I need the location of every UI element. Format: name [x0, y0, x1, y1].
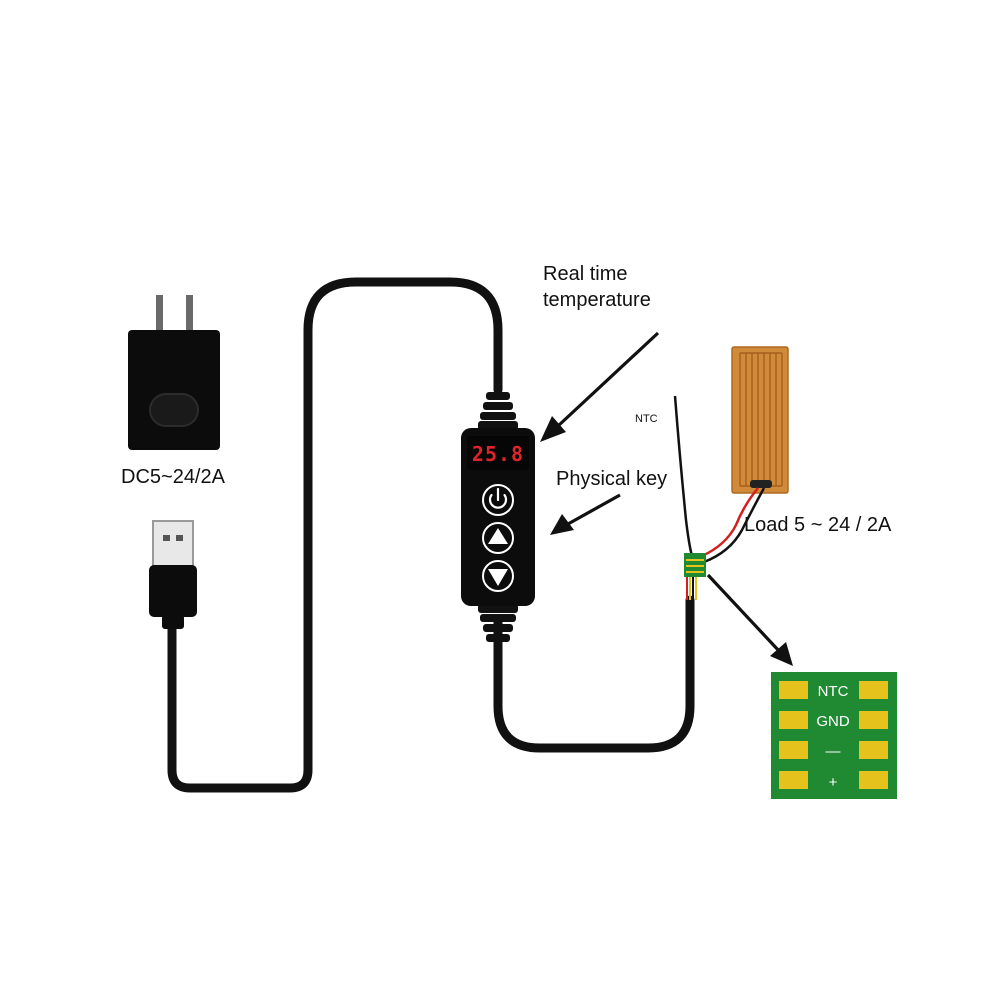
controller: 25.8 [461, 428, 535, 606]
arrow-real-time-head [540, 416, 566, 442]
label-adapter: DC5~24/2A [121, 466, 225, 488]
usb-metal-shell [152, 520, 194, 568]
inner-wires [686, 577, 697, 600]
pcb-pads [779, 681, 888, 789]
pointer-arrows [540, 331, 793, 666]
up-button[interactable] [482, 522, 514, 554]
usb-hole-left [163, 535, 170, 541]
pcb-pad-label-ntc: NTC [818, 683, 849, 700]
adapter-prong-right [186, 295, 193, 335]
arrow-pcb-head [770, 642, 793, 666]
adapter-body [128, 330, 220, 450]
strain-relief-bottom [478, 604, 518, 642]
usb-neck [162, 615, 184, 629]
output-cable [493, 595, 695, 753]
ntc-probe-wire [673, 395, 694, 557]
usb-plug [149, 520, 197, 629]
power-adapter [128, 295, 220, 450]
power-button[interactable] [482, 484, 514, 516]
usb-plug-body [149, 565, 197, 617]
temperature-reading: 25.8 [472, 442, 524, 466]
arrow-physical-key [567, 493, 621, 526]
connection-board [684, 553, 706, 577]
label-physical-key: Physical key [556, 468, 668, 490]
heater-black-wire [703, 487, 766, 564]
down-button[interactable] [482, 560, 514, 592]
strain-relief-top [478, 392, 518, 430]
controller-body [461, 428, 535, 606]
arrow-physical-key-head [550, 514, 574, 535]
controller-display [467, 436, 529, 470]
pcb-pad-label-plus: + [829, 774, 838, 791]
arrow-real-time [556, 331, 660, 428]
heater-film [731, 346, 789, 494]
power-icon [488, 487, 508, 509]
adapter-usb-port [149, 393, 199, 427]
pcb-pad-label-gnd: GND [816, 713, 850, 730]
pcb-pad-label-minus: — [826, 743, 841, 760]
heater-lead-pad [750, 480, 772, 488]
label-ntc: NTC [635, 413, 658, 425]
pcb-pinout: NTC GND — + [771, 672, 897, 799]
down-arrow-icon [488, 569, 508, 586]
up-arrow-icon [488, 528, 508, 544]
main-cable [167, 277, 503, 793]
label-real-time-line1: Real time [543, 263, 628, 285]
label-load: Load 5 ~ 24 / 2A [744, 514, 892, 536]
arrow-pcb [706, 573, 782, 654]
usb-hole-right [176, 535, 183, 541]
label-real-time-line2: temperature [543, 289, 651, 311]
heater-red-wire [701, 487, 759, 558]
adapter-prong-left [156, 295, 163, 335]
